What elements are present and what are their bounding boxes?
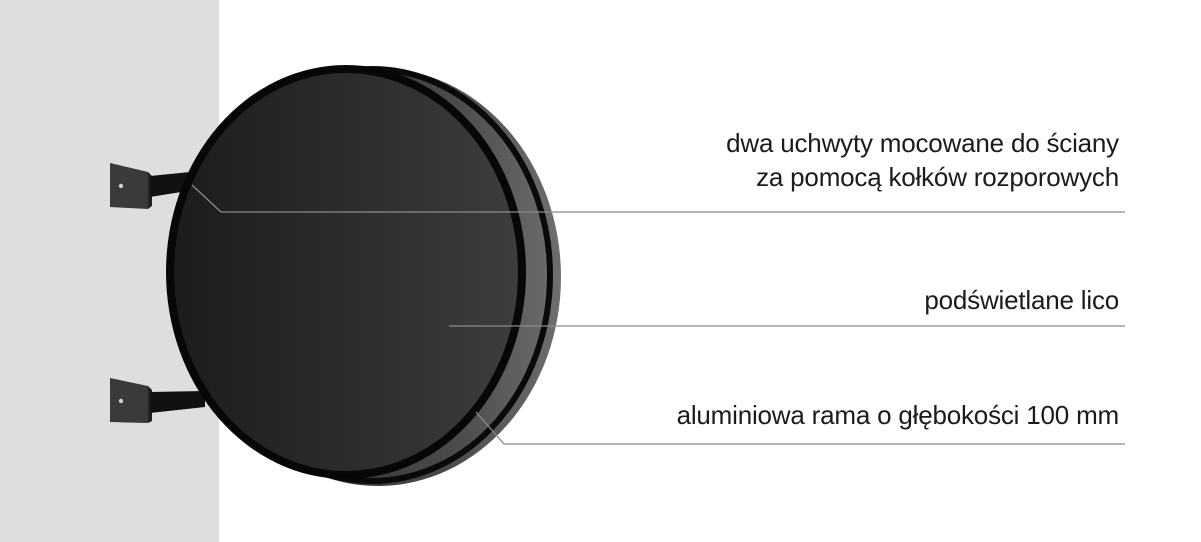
leader-lines — [191, 184, 1125, 445]
callout-brackets-line2: za pomocą kołków rozporowych — [756, 162, 1119, 192]
callout-face: podświetlane lico — [924, 283, 1119, 317]
callout-brackets-line1: dwa uchwyty mocowane do ściany — [726, 128, 1119, 158]
callout-brackets: dwa uchwyty mocowane do ściany za pomocą… — [726, 126, 1119, 194]
lower-bracket — [110, 378, 205, 423]
leader-line-frame — [475, 411, 1125, 445]
callout-frame-line1: aluminiowa rama o głębokości 100 mm — [676, 400, 1120, 430]
leader-line-brackets — [191, 184, 1125, 213]
callout-face-line1: podświetlane lico — [924, 285, 1119, 315]
callout-frame: aluminiowa rama o głębokości 100 mm — [676, 398, 1120, 432]
sign-face — [166, 65, 526, 479]
